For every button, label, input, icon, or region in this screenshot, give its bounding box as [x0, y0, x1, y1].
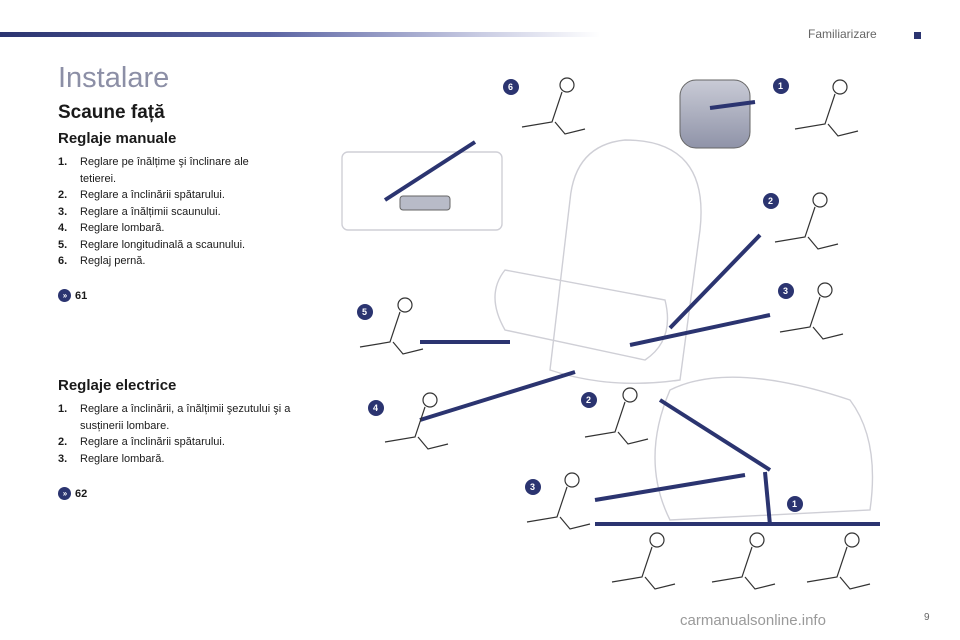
svg-text:3: 3 — [530, 482, 535, 492]
pictograms — [359, 77, 871, 590]
seat-illustration: 6 1 2 3 5 4 2 3 1 — [341, 77, 880, 590]
list-item: 1.Reglare pe înălțime şi înclinare ale t… — [58, 156, 249, 185]
page-ref-link[interactable]: » 61 — [58, 289, 87, 302]
list-item: 5.Reglare longitudinală a scaunului. — [58, 238, 246, 251]
page-ref-icon: » — [58, 487, 71, 500]
svg-text:1: 1 — [778, 81, 783, 91]
list-item: 1.Reglare a înclinării, a înălțimii şezu… — [58, 403, 291, 432]
svg-text:4: 4 — [373, 403, 378, 413]
electric-list: 1.Reglare a înclinării, a înălțimii şezu… — [58, 401, 320, 467]
list-item: 2.Reglare a înclinării spătarului. — [58, 189, 225, 201]
svg-text:2: 2 — [768, 196, 773, 206]
headrest — [679, 79, 751, 149]
page-title: Instalare — [58, 62, 170, 94]
number-badges: 6 1 2 3 5 4 2 3 1 — [357, 78, 803, 512]
svg-text:5: 5 — [362, 307, 367, 317]
svg-text:2: 2 — [586, 395, 591, 405]
section-marker — [914, 32, 921, 39]
electric-heading: Reglaje electrice — [58, 377, 177, 394]
section-subtitle: Scaune față — [58, 102, 165, 123]
header-bar — [0, 32, 600, 37]
section-name: Familiarizare — [808, 27, 877, 41]
page-ref-icon: » — [58, 289, 71, 302]
callout-lines — [383, 100, 772, 526]
svg-text:6: 6 — [508, 82, 513, 92]
page-number: 9 — [924, 612, 930, 623]
manual-heading: Reglaje manuale — [58, 130, 177, 147]
list-item: 4.Reglare lombară. — [58, 222, 165, 234]
cushion-lever — [399, 195, 451, 211]
list-item: 2.Reglare a înclinării spătarului. — [58, 436, 225, 448]
list-item: 3.Reglare lombară. — [58, 452, 165, 465]
svg-text:1: 1 — [792, 499, 797, 509]
base-line — [595, 522, 880, 526]
seat-outline — [341, 139, 874, 521]
svg-text:3: 3 — [783, 286, 788, 296]
watermark: carmanualsonline.info — [680, 612, 826, 629]
list-item: 6.Reglaj pernă. — [58, 255, 146, 267]
list-item: 3.Reglare a înălțimii scaunului. — [58, 205, 221, 218]
page-ref-link[interactable]: » 62 — [58, 487, 87, 500]
manual-list: 1.Reglare pe înălțime şi înclinare ale t… — [58, 154, 258, 270]
